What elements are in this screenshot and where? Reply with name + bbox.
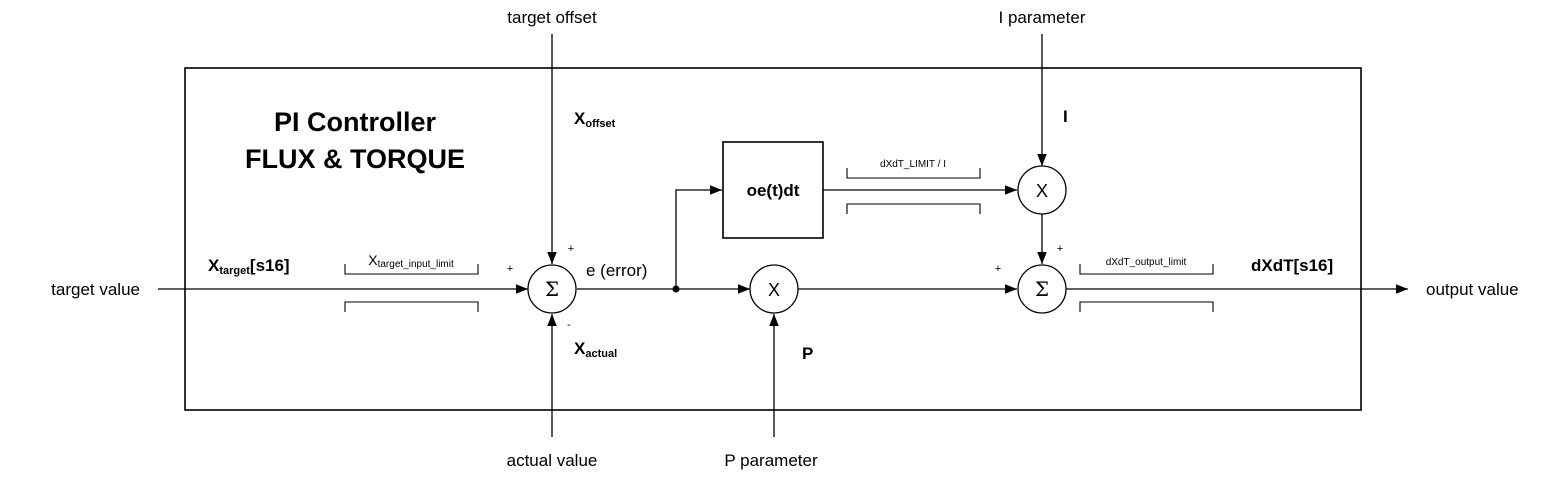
limit-integrator-lower	[846, 203, 981, 214]
p-label: P	[802, 344, 813, 363]
output-value-label: output value	[1426, 280, 1519, 299]
sum-node-output	[1017, 264, 1067, 314]
sign-target-plus: +	[507, 263, 513, 275]
output-limit-label: dXdT_output_limit	[1106, 257, 1187, 268]
multiply-symbol-p: X	[768, 280, 780, 300]
sum-symbol-error: Σ	[545, 277, 559, 301]
title-line2: FLUX & TORQUE	[245, 144, 465, 174]
limit-target-upper	[344, 264, 479, 275]
integrator-limit-label: dXdT_LIMIT / I	[880, 159, 946, 170]
sign-i-plus: +	[1057, 243, 1063, 255]
sign-p-plus: +	[995, 263, 1001, 275]
multiply-node-i	[1017, 165, 1067, 215]
integrator-block	[722, 141, 824, 239]
x-target-label: Xtarget[s16]	[208, 256, 290, 277]
sign-actual-minus: -	[567, 319, 571, 331]
multiply-symbol-i: X	[1036, 181, 1048, 201]
integrator-label: oe(t)dt	[747, 181, 800, 200]
title-line1: PI Controller	[274, 107, 437, 137]
junction-dot	[672, 285, 680, 293]
limit-target-lower	[344, 301, 479, 312]
limit-output-lower	[1079, 301, 1214, 312]
controller-boundary	[184, 67, 1362, 411]
limit-output-upper	[1079, 264, 1214, 275]
x-actual-label: Xactual	[574, 339, 617, 360]
x-offset-label: Xoffset	[574, 109, 616, 130]
p-parameter-label: P parameter	[724, 451, 818, 470]
target-value-label: target value	[51, 280, 140, 299]
sign-offset-plus: +	[568, 243, 574, 255]
i-parameter-label: I parameter	[999, 8, 1086, 27]
error-label: e (error)	[586, 261, 647, 280]
limit-integrator-upper	[846, 168, 981, 179]
target-input-limit-label: Xtarget_input_limit	[368, 252, 454, 270]
sum-symbol-output: Σ	[1035, 277, 1049, 301]
sum-node-error	[527, 264, 577, 314]
actual-value-label: actual value	[507, 451, 598, 470]
multiply-node-p	[749, 264, 799, 314]
wire-error-to-integrator	[675, 185, 722, 289]
target-offset-label: target offset	[507, 8, 597, 27]
dxdt-label: dXdT[s16]	[1251, 256, 1333, 275]
i-label: I	[1063, 107, 1068, 126]
